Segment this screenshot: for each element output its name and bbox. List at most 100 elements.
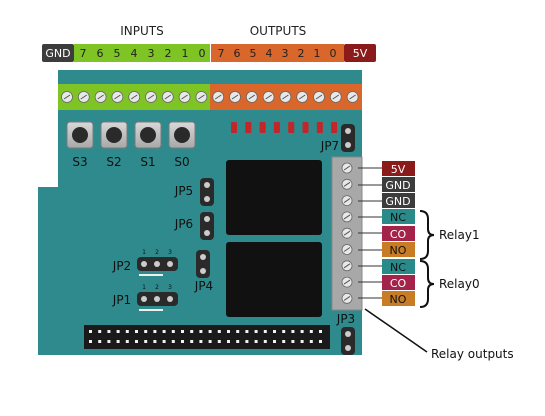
screw-slot — [80, 94, 88, 100]
screw-slot — [343, 230, 351, 236]
right-pin-nc: NC — [390, 261, 406, 274]
gpio-pin — [162, 340, 166, 343]
screw-slot — [343, 247, 351, 252]
jp3-label: JP3 — [336, 312, 355, 326]
gpio-pin — [181, 340, 184, 343]
gpio-pin — [199, 330, 203, 333]
right-pin-gnd-bg — [382, 177, 415, 192]
screw-slot — [114, 94, 121, 100]
jp4-pin — [200, 254, 206, 260]
screw-slot — [181, 94, 188, 100]
gpio-pin — [254, 330, 258, 333]
gpio-pin — [190, 340, 194, 343]
inputs-pin-bg — [74, 44, 210, 62]
button-label-s1: S1 — [140, 155, 155, 169]
gpio-pin — [245, 330, 249, 333]
led — [245, 122, 252, 133]
screw-slot — [198, 94, 205, 100]
push-button-cap — [106, 127, 122, 143]
gpio-pin — [89, 340, 92, 343]
power-pin-label: 5V — [353, 47, 368, 60]
gpio-pin — [319, 340, 322, 343]
gpio-pin — [171, 340, 175, 343]
gpio-pin — [171, 330, 175, 333]
jp2-pin-number: 1 — [142, 249, 146, 256]
screw-slot — [63, 94, 71, 100]
relay1-brace — [419, 210, 435, 260]
push-button-cap — [174, 127, 190, 143]
gpio-pin — [116, 340, 120, 343]
output-pin-4: 4 — [266, 47, 273, 60]
output-pin-1: 1 — [314, 47, 321, 60]
gpio-pin — [153, 330, 157, 333]
jp7-header — [341, 124, 355, 152]
jp6-label: JP6 — [174, 217, 193, 231]
jp1-pin-number: 3 — [168, 284, 172, 291]
right-pin-no-bg — [382, 242, 415, 257]
gpio-pin — [181, 330, 184, 333]
right-pin-co: CO — [390, 228, 407, 241]
screw-slot — [231, 94, 239, 100]
screw-slot — [343, 165, 351, 171]
gnd-pin-label: GND — [45, 47, 70, 60]
gpio-pin — [254, 340, 258, 343]
relay-outputs-callout: Relay outputs — [431, 347, 514, 361]
gpio-pin — [273, 330, 276, 333]
jp3-header — [341, 327, 355, 355]
gpio-pin — [263, 340, 267, 343]
gpio-pin — [300, 330, 304, 333]
push-button-cap — [140, 127, 156, 143]
jp2-label: JP2 — [112, 259, 131, 273]
gpio-pin — [309, 340, 313, 343]
outputs-pin-bg — [211, 44, 344, 62]
gpio-pin — [227, 340, 230, 343]
output-pin-3: 3 — [282, 47, 289, 60]
gpio-pin — [199, 340, 203, 343]
inputs-header: INPUTS — [120, 24, 163, 38]
jp2-pin — [167, 261, 173, 267]
screw-slot — [164, 94, 172, 100]
gpio-pin — [135, 330, 138, 333]
output-pin-0: 0 — [330, 47, 337, 60]
button-label-s2: S2 — [106, 155, 121, 169]
screw-slot — [343, 198, 351, 204]
gpio-pin — [135, 340, 138, 343]
power-pin-bg — [344, 44, 376, 62]
jp7-label: JP7 — [320, 139, 339, 153]
jp3-pin — [345, 331, 351, 337]
gpio-pin — [107, 340, 111, 343]
gpio-pin — [208, 340, 212, 343]
jp1-pin-number: 1 — [142, 284, 146, 291]
jp2-pin-number: 3 — [168, 249, 172, 256]
screw-slot — [298, 94, 306, 100]
right-pin-nc-bg — [382, 209, 415, 224]
screw-slot — [214, 94, 222, 100]
jp3-pin — [345, 345, 351, 351]
gpio-pin — [98, 340, 102, 343]
gpio-pins — [89, 330, 322, 343]
led — [273, 122, 280, 133]
output-pin-2: 2 — [298, 47, 305, 60]
screw-slot — [349, 94, 356, 100]
gpio-header — [84, 325, 330, 349]
gpio-pin — [282, 330, 286, 333]
right-pin-co-bg — [382, 226, 415, 241]
top-pin-strip: GND 7 6 5 4 3 2 1 0 7 6 5 4 3 2 1 0 5V — [42, 44, 376, 62]
jp6-pin — [204, 216, 210, 222]
screw-slot — [343, 214, 351, 220]
jp5-label: JP5 — [174, 184, 193, 198]
led — [259, 122, 266, 133]
output-pin-6: 6 — [234, 47, 241, 60]
top-screw-terminals — [61, 91, 359, 103]
output-leds — [231, 122, 338, 133]
gpio-pin — [291, 340, 295, 343]
screw-slot — [97, 94, 104, 100]
jp5-pin — [204, 196, 210, 202]
relay-screw-terminals — [341, 162, 353, 304]
gpio-pin — [125, 340, 129, 343]
gpio-pin — [98, 330, 102, 333]
jp1-pin-number: 2 — [155, 284, 159, 291]
gpio-pin — [190, 330, 194, 333]
input-pin-0: 0 — [199, 47, 206, 60]
button-label-s3: S3 — [72, 155, 87, 169]
